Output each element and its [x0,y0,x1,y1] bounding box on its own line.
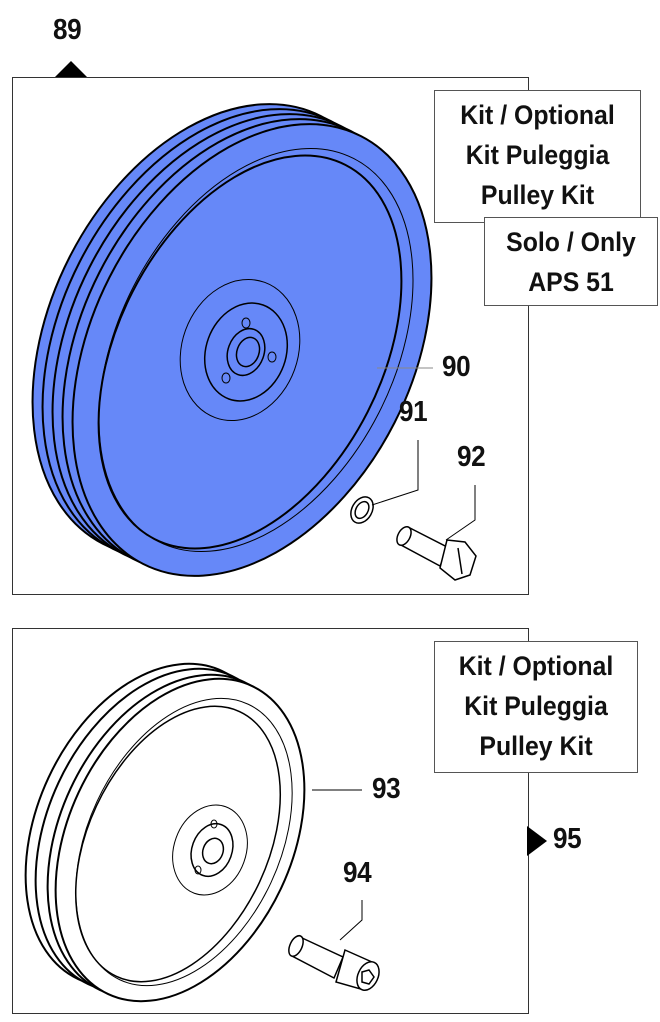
solo-only-box: Solo / Only APS 51 [484,217,658,306]
ref-95-arrow-icon [527,826,547,856]
kit-line-3: Pulley Kit [480,180,595,210]
ref-89-arrow-icon [55,61,87,77]
only-line-1: Solo / Only [506,227,636,257]
leader-lines [312,367,476,941]
callout-92: 92 [457,441,486,473]
pulley-90[interactable] [0,44,504,637]
callout-94: 94 [343,857,372,889]
kit-line-2: Kit Puleggia [465,140,610,170]
kit-optional-box-2: Kit / Optional Kit Puleggia Pulley Kit [434,641,638,773]
only-line-2: APS 51 [528,267,614,297]
kit2-line-3: Pulley Kit [479,731,593,761]
kit-line-1: Kit / Optional [460,100,615,130]
hex-bolt-92[interactable] [394,524,477,581]
ref-89-label: 89 [53,14,82,46]
washer-91[interactable] [346,493,377,527]
callout-93: 93 [372,773,401,805]
callout-90: 90 [442,351,471,383]
kit-optional-box: Kit / Optional Kit Puleggia Pulley Kit [434,90,641,223]
kit2-line-1: Kit / Optional [458,651,614,681]
callout-91: 91 [399,396,428,428]
socket-bolt-94[interactable] [286,933,383,993]
ref-95-label: 95 [553,823,582,855]
pulley-93[interactable] [0,624,353,1022]
kit2-line-2: Kit Puleggia [464,691,608,721]
